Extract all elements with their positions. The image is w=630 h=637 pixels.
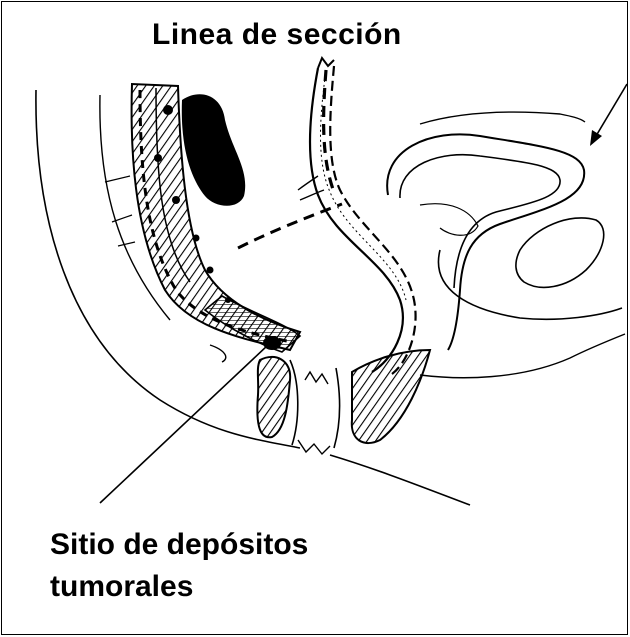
tumor-dot (172, 196, 180, 204)
fornix-top (318, 58, 334, 68)
anal-folds-lower (298, 440, 330, 454)
uterus-inner (400, 155, 560, 288)
sacrum-tick (118, 242, 135, 246)
tumor-dot (193, 235, 200, 242)
sphincter-left (257, 357, 290, 437)
anal-folds (305, 372, 328, 384)
section-line (238, 204, 342, 248)
pointer-arrow-head (590, 130, 602, 146)
tumor-mass (182, 94, 245, 205)
section-line-label: Linea de sección (152, 18, 402, 52)
sphincter-right (352, 350, 430, 443)
sacrum-tick (105, 176, 130, 182)
posterior-fornix-lines (298, 176, 324, 200)
pelvic-floor-shadow (210, 345, 226, 362)
lower-contour (330, 455, 470, 505)
tumor-dot (207, 267, 214, 274)
bladder (516, 218, 604, 287)
vaginal-wall-outer (321, 70, 407, 300)
pointer-arrow-line (596, 84, 627, 136)
deposit-site-label-line2: tumorales (50, 570, 193, 604)
deposit-leader-line (100, 345, 268, 503)
peritoneum-line (420, 112, 585, 124)
tumor-dot (163, 105, 173, 115)
deposit-site-label-line1: Sitio de depósitos (50, 528, 308, 562)
anal-tube (290, 360, 340, 448)
lower-contour-2 (420, 334, 625, 378)
tumor-dot (154, 154, 162, 162)
